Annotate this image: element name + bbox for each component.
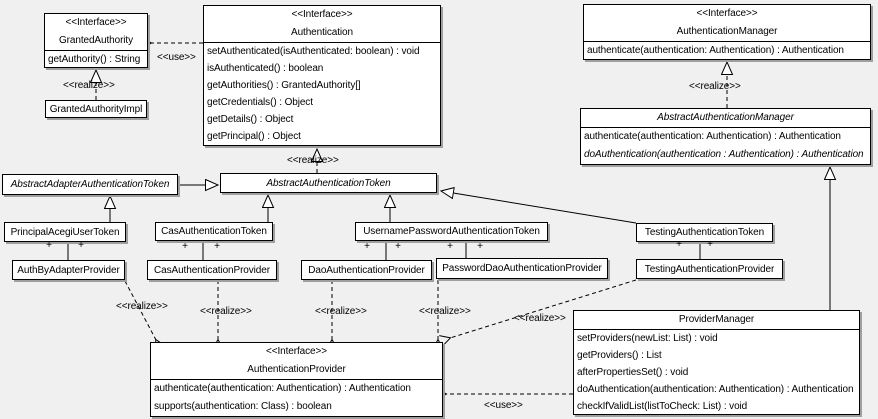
method-label: getProviders() : List [577,350,662,361]
class-name: DaoAuthenticationProvider [308,264,425,276]
class-authentication-manager[interactable]: <<Interface>> AuthenticationManager auth… [583,4,871,60]
method-label: getCredentials() : Object [207,97,313,108]
method-label: checkIfValidList(listToCheck: List) : vo… [577,401,748,412]
class-name: PrincipalAcegiUserToken [10,226,120,238]
class-cas-authentication-provider[interactable]: CasAuthenticationProvider [147,260,277,280]
multiplicity-plus: + [395,241,401,252]
class-granted-authority[interactable]: <<Interface>> GrantedAuthority getAuthor… [44,13,148,68]
class-name: AuthenticationManager [676,26,778,37]
realize-label: <<realize>> [419,306,471,317]
multiplicity-plus: + [46,240,52,251]
class-provider-manager[interactable]: ProviderManager setProviders(newList: Li… [573,310,860,415]
class-name: GrantedAuthorityImpl [49,103,143,115]
method-label: authenticate(authentication: Authenticat… [587,45,844,56]
method-label: setAuthenticated(isAuthenticated: boolea… [207,46,420,57]
multiplicity-plus: + [78,240,84,251]
stereotype-label: <<Interface>> [696,8,758,19]
multiplicity-plus: + [447,241,453,252]
class-name: AbstractAuthenticationManager [657,112,794,123]
realize-testingprovider [450,279,637,338]
class-dao-authentication-provider[interactable]: DaoAuthenticationProvider [301,260,432,280]
multiplicity-plus: + [676,239,682,250]
class-cas-authentication-token[interactable]: CasAuthenticationToken [155,222,273,241]
realize-label: <<realize>> [116,301,168,312]
method-label: afterPropertiesSet() : void [577,367,689,378]
realize-label: <<realize>> [200,306,252,317]
realize-label: <<realize>> [63,80,115,91]
class-name: AbstractAdapterAuthenticationToken [10,179,170,190]
method-label: getDetails() : Object [207,114,294,125]
class-abstract-adapter-authentication-token[interactable]: AbstractAdapterAuthenticationToken [2,174,178,195]
use-label: <<use>> [484,400,523,411]
class-testing-authentication-token[interactable]: TestingAuthenticationToken [636,223,773,242]
multiplicity-plus: + [364,241,370,252]
method-label: authenticate(authentication: Authenticat… [154,383,411,394]
method-label: getPrincipal() : Object [207,131,301,142]
class-auth-by-adapter-provider[interactable]: AuthByAdapterProvider [12,260,125,280]
class-name: TestingAuthenticationToken [644,227,765,238]
realize-label: <<realize>> [287,155,339,166]
method-label: isAuthenticated() : boolean [207,63,324,74]
method-label: authenticate(authentication: Authenticat… [584,131,841,142]
multiplicity-plus: + [707,239,713,250]
class-testing-authentication-provider[interactable]: TestingAuthenticationProvider [636,259,783,279]
stereotype-label: <<Interface>> [65,17,127,28]
class-authentication[interactable]: <<Interface>> Authentication setAuthenti… [203,5,441,146]
stereotype-label: <<Interface>> [291,9,353,20]
method-label: setProviders(newList: List) : void [577,333,718,344]
class-name: AbstractAuthenticationToken [266,177,391,189]
class-abstract-authentication-manager[interactable]: AbstractAuthenticationManager authentica… [580,108,871,165]
class-name: ProviderManager [678,314,755,325]
class-password-dao-authentication-provider[interactable]: PasswordDaoAuthenticationProvider [436,258,608,279]
class-name: Authentication [291,27,353,38]
use-label: <<use>> [157,52,196,63]
method-label: supports(authentication: Class) : boolea… [154,401,332,412]
multiplicity-plus: + [477,241,483,252]
class-name: GrantedAuthority [59,35,133,46]
class-name: PasswordDaoAuthenticationProvider [442,263,602,274]
realize-label: <<realize>> [689,81,741,92]
class-abstract-authentication-token[interactable]: AbstractAuthenticationToken [220,173,437,193]
class-name: CasAuthenticationToken [161,226,267,237]
class-username-password-authentication-token[interactable]: UsernamePasswordAuthenticationToken [355,222,548,241]
class-name: AuthenticationProvider [247,364,346,375]
method-label: getAuthority() : String [48,54,141,65]
class-name: CasAuthenticationProvider [154,264,270,276]
class-name: AuthByAdapterProvider [17,264,120,276]
multiplicity-plus: + [214,241,220,252]
realize-label: <<realize>> [514,313,566,324]
class-name: UsernamePasswordAuthenticationToken [363,226,540,237]
class-name: TestingAuthenticationProvider [644,263,775,275]
class-granted-authority-impl[interactable]: GrantedAuthorityImpl [45,100,147,118]
class-principal-acegi-user-token[interactable]: PrincipalAcegiUserToken [4,222,126,242]
method-label: doAuthentication(authentication: Authent… [577,384,854,395]
method-label: doAuthentication(authentication : Authen… [584,149,864,160]
stereotype-label: <<Interface>> [266,346,327,357]
realize-label: <<realize>> [315,306,367,317]
method-label: getAuthorities() : GrantedAuthority[] [207,80,361,91]
class-authentication-provider[interactable]: <<Interface>> AuthenticationProvider aut… [150,342,443,417]
multiplicity-plus: + [182,241,188,252]
generalization-testing-to-abstracttoken [441,191,637,224]
